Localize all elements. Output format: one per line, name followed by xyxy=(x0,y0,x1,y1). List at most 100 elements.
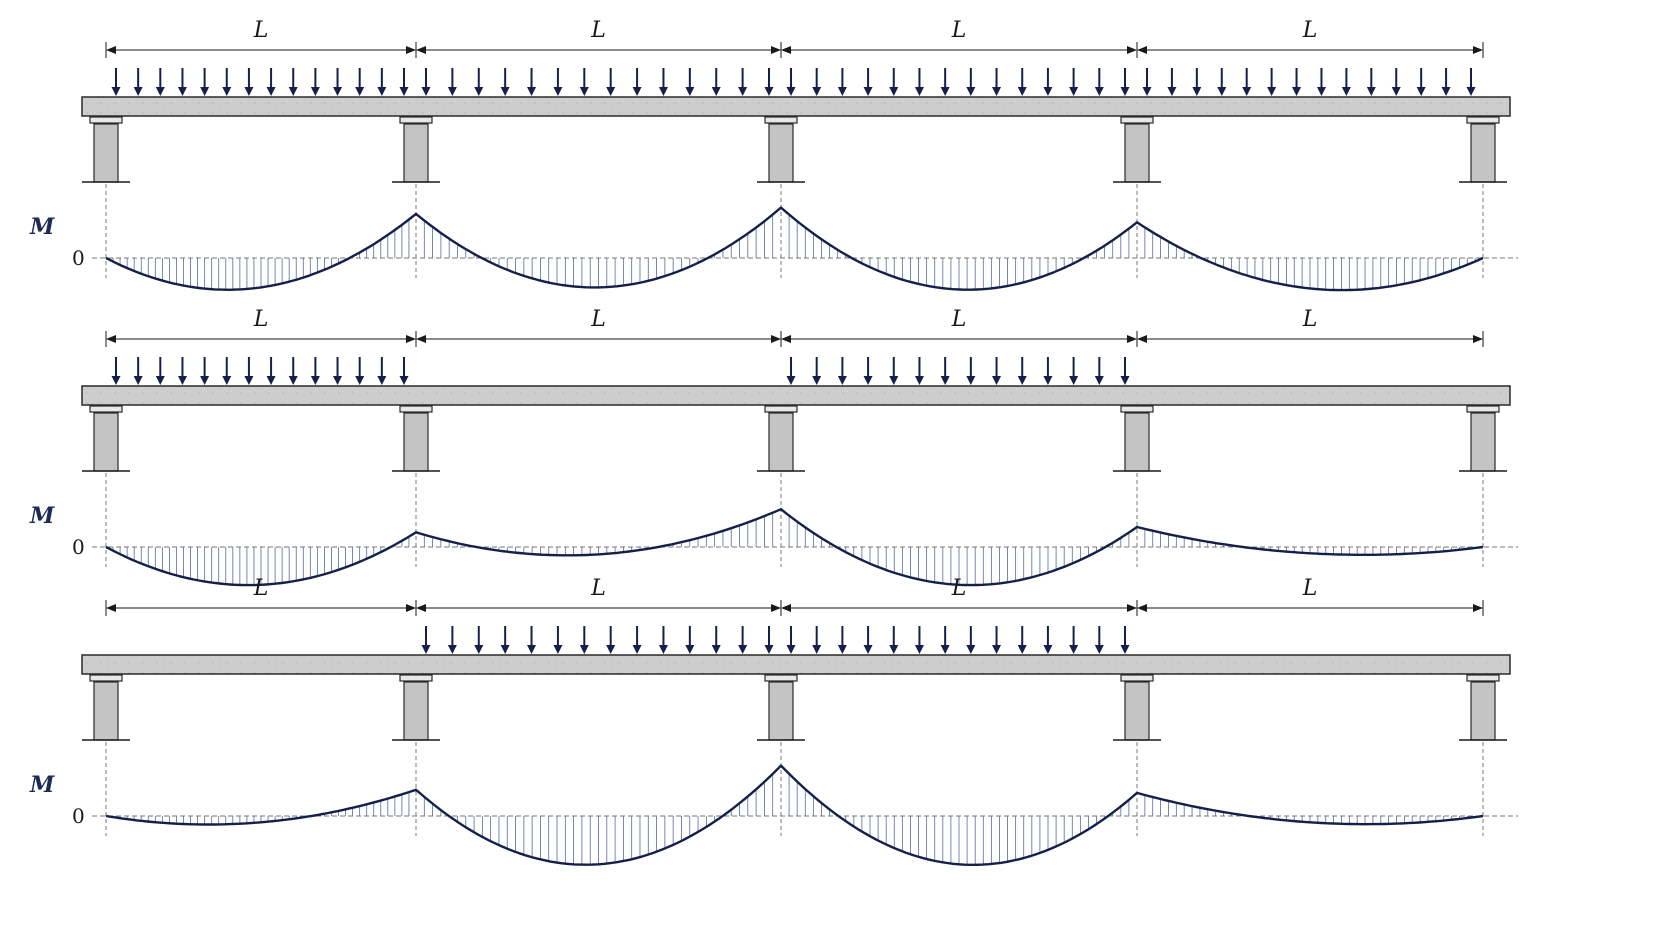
load-arrow-head-icon xyxy=(310,376,320,385)
pier-support-2 xyxy=(392,674,440,836)
bearing-pad xyxy=(399,674,433,682)
concrete-pier xyxy=(1470,412,1496,472)
concrete-pier xyxy=(403,681,429,741)
load-arrow-head-icon xyxy=(421,645,431,654)
load-arrow-head-icon xyxy=(266,376,276,385)
moment-axis-label: M xyxy=(29,503,55,529)
pier-support-1 xyxy=(82,116,130,278)
load-arrow-head-icon xyxy=(1120,376,1130,385)
load-arrow-head-icon xyxy=(863,87,873,96)
load-arrow-head-icon xyxy=(579,87,589,96)
bearing-pad xyxy=(1120,674,1154,682)
load-arrow-head-icon xyxy=(966,645,976,654)
span-length-label: L xyxy=(590,307,606,332)
load-arrow-head-icon xyxy=(1069,87,1079,96)
load-arrow-head-icon xyxy=(1017,87,1027,96)
load-arrow-head-icon xyxy=(966,376,976,385)
concrete-pier xyxy=(93,681,119,741)
pier-support-1 xyxy=(82,674,130,836)
load-arrow-head-icon xyxy=(155,87,165,96)
pier-support-3 xyxy=(757,405,805,567)
load-arrow-head-icon xyxy=(889,645,899,654)
load-arrow-head-icon xyxy=(812,645,822,654)
load-arrow-head-icon xyxy=(200,87,210,96)
load-arrow-head-icon xyxy=(992,645,1002,654)
load-arrow-head-icon xyxy=(837,376,847,385)
moment-axis-label: M xyxy=(29,772,55,798)
concrete-pier xyxy=(768,123,794,183)
load-arrow-head-icon xyxy=(632,87,642,96)
load-arrow-head-icon xyxy=(1069,376,1079,385)
load-arrow-head-icon xyxy=(333,87,343,96)
load-arrow-head-icon xyxy=(914,645,924,654)
load-arrow-head-icon xyxy=(1017,645,1027,654)
load-arrow-head-icon xyxy=(711,645,721,654)
load-arrow-head-icon xyxy=(155,376,165,385)
load-arrow-head-icon xyxy=(1466,87,1476,96)
load-arrow-head-icon xyxy=(244,87,254,96)
load-arrow-head-icon xyxy=(1292,87,1302,96)
load-arrow-head-icon xyxy=(1242,87,1252,96)
bearing-pad xyxy=(89,674,123,682)
load-arrow-head-icon xyxy=(1142,87,1152,96)
load-arrow-head-icon xyxy=(399,87,409,96)
load-arrow-head-icon xyxy=(658,645,668,654)
span-length-label: L xyxy=(590,18,606,43)
load-arrow-head-icon xyxy=(786,645,796,654)
concrete-pier xyxy=(768,681,794,741)
load-arrow-head-icon xyxy=(606,645,616,654)
load-arrow-head-icon xyxy=(685,87,695,96)
load-arrow-head-icon xyxy=(738,87,748,96)
moment-hatching xyxy=(112,773,1476,865)
concrete-pier xyxy=(93,123,119,183)
load-arrow-head-icon xyxy=(1094,645,1104,654)
bearing-pad xyxy=(399,116,433,124)
distributed-load-span-1 xyxy=(111,68,409,96)
span-length-label: L xyxy=(253,307,269,332)
load-arrow-head-icon xyxy=(786,87,796,96)
load-arrow-head-icon xyxy=(914,376,924,385)
bearing-pad xyxy=(764,405,798,413)
load-arrow-head-icon xyxy=(837,645,847,654)
pier-support-5 xyxy=(1459,116,1507,278)
load-arrow-head-icon xyxy=(1341,87,1351,96)
bearing-pad xyxy=(1466,116,1500,124)
load-arrow-head-icon xyxy=(889,87,899,96)
load-arrow-head-icon xyxy=(1043,87,1053,96)
span-length-label: L xyxy=(253,576,269,601)
distributed-load-span-1 xyxy=(111,357,409,385)
pier-support-3 xyxy=(757,116,805,278)
pier-support-2 xyxy=(392,405,440,567)
bearing-pad xyxy=(89,405,123,413)
load-arrow-head-icon xyxy=(940,645,950,654)
load-arrow-head-icon xyxy=(940,376,950,385)
distributed-load-span-3 xyxy=(786,626,1130,654)
concrete-pier xyxy=(93,412,119,472)
load-arrow-head-icon xyxy=(1192,87,1202,96)
distributed-load-span-2 xyxy=(421,626,774,654)
bending-moment-curve xyxy=(105,508,1484,587)
span-length-label: L xyxy=(951,18,967,43)
load-arrow-head-icon xyxy=(355,87,365,96)
load-arrow-head-icon xyxy=(1316,87,1326,96)
load-arrow-head-icon xyxy=(812,376,822,385)
concrete-pier xyxy=(403,412,429,472)
load-arrow-head-icon xyxy=(200,376,210,385)
load-arrow-head-icon xyxy=(812,87,822,96)
load-arrow-head-icon xyxy=(310,87,320,96)
distributed-load-span-4 xyxy=(1142,68,1476,96)
load-arrow-head-icon xyxy=(711,87,721,96)
load-arrow-head-icon xyxy=(606,87,616,96)
load-arrow-head-icon xyxy=(500,645,510,654)
load-arrow-head-icon xyxy=(333,376,343,385)
load-arrow-head-icon xyxy=(266,87,276,96)
span-length-label: L xyxy=(1302,576,1318,601)
load-arrow-head-icon xyxy=(992,376,1002,385)
span-length-label: L xyxy=(253,18,269,43)
distributed-load-span-2 xyxy=(421,68,774,96)
load-arrow-head-icon xyxy=(1267,87,1277,96)
load-arrow-head-icon xyxy=(1391,87,1401,96)
